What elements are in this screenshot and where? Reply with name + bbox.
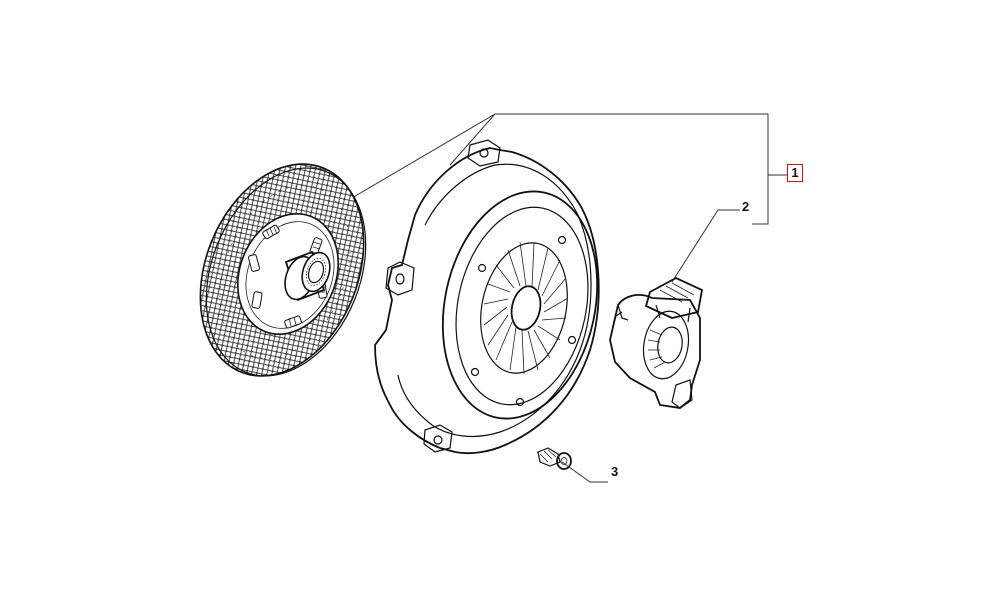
leader-line-1-to-plate [449, 113, 496, 166]
callout-item-3-label: 3 [611, 464, 619, 479]
leader-line-1-to-disc [339, 113, 496, 206]
leader-line-2 [671, 209, 740, 283]
splined-hub [284, 250, 331, 302]
callout-item-2[interactable]: 2 [742, 199, 749, 215]
disc-rivets [219, 185, 351, 359]
callout-highlight-box [787, 164, 803, 182]
callout-item-1[interactable]: 1 [787, 164, 803, 182]
clutch-disc [199, 163, 367, 377]
leader-line-3 [561, 461, 608, 483]
pressure-plate-cover [374, 139, 600, 455]
leader-line-1-bracket [495, 113, 769, 225]
callout-item-3[interactable]: 3 [611, 464, 618, 480]
callout-item-2-label: 2 [742, 199, 750, 214]
cover-bolt-holes [470, 235, 577, 407]
bolt [537, 447, 572, 470]
callout-item-1-label: 1 [791, 165, 799, 180]
leader-lines [339, 113, 787, 483]
release-bearing [609, 276, 704, 409]
diaphragm-spring [480, 241, 569, 375]
